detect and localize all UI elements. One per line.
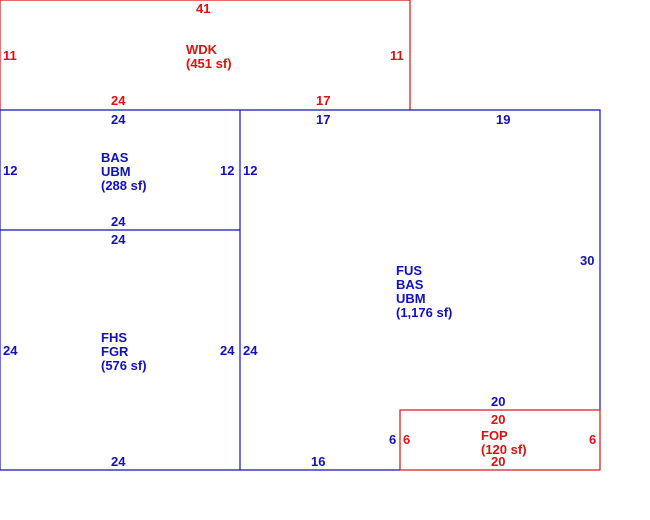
fop-dim-bottom: 20	[491, 454, 505, 469]
bas-upper-label-line-2: UBM	[101, 164, 131, 179]
wdk-dim-bottom-left: 24	[111, 93, 126, 108]
fop-label-line-2: (120 sf)	[481, 442, 527, 457]
fus-label-line-4: (1,176 sf)	[396, 305, 452, 320]
fus-label-line-3: UBM	[396, 291, 426, 306]
fus-dim-left-lower: 24	[243, 343, 258, 358]
wdk-area[interactable]: WDK (451 sf) 41 11 11 24 17	[0, 0, 411, 110]
fhs-dim-left: 24	[3, 343, 18, 358]
fus-dim-top-left: 17	[316, 112, 330, 127]
wdk-label-line-2: (451 sf)	[186, 56, 232, 71]
fus-dim-left-upper: 12	[243, 163, 257, 178]
fus-dim-right: 30	[580, 253, 594, 268]
bas-upper-dim-left: 12	[3, 163, 17, 178]
fop-dim-top: 20	[491, 412, 505, 427]
fus-dim-top-right: 19	[496, 112, 510, 127]
fhs-dim-top: 24	[111, 232, 126, 247]
bas-upper-area[interactable]: BAS UBM (288 sf) 24 12 12 24	[3, 112, 234, 229]
wdk-dim-left: 11	[3, 48, 17, 63]
fhs-dim-bottom: 24	[111, 454, 126, 469]
fus-dim-above-porch: 20	[491, 394, 505, 409]
bas-upper-dim-bottom: 24	[111, 214, 126, 229]
fus-label-line-2: BAS	[396, 277, 424, 292]
wdk-label-line-1: WDK	[186, 42, 218, 57]
fop-dim-right: 6	[589, 432, 596, 447]
building-outline	[0, 109, 601, 471]
fhs-label-line-1: FHS	[101, 330, 127, 345]
wdk-dim-right: 11	[390, 48, 404, 63]
fus-dim-bottom: 16	[311, 454, 325, 469]
fus-label-line-1: FUS	[396, 263, 422, 278]
fop-outline	[399, 409, 601, 471]
fhs-dim-right: 24	[220, 343, 235, 358]
wdk-outline	[0, 0, 411, 110]
fus-dim-porch-left: 6	[389, 432, 396, 447]
fhs-label-line-2: FGR	[101, 344, 129, 359]
bas-upper-label-line-1: BAS	[101, 150, 129, 165]
bas-upper-label-line-3: (288 sf)	[101, 178, 147, 193]
fhs-area[interactable]: FHS FGR (576 sf) 24 24 24 24	[3, 232, 235, 469]
wdk-dim-bottom-right: 17	[316, 93, 330, 108]
bas-upper-dim-right: 12	[220, 163, 234, 178]
fop-dim-left: 6	[403, 432, 410, 447]
fus-area[interactable]: FUS BAS UBM (1,176 sf) 17 19 12 24 30 20…	[243, 112, 594, 469]
fop-label-line-1: FOP	[481, 428, 508, 443]
bas-upper-dim-top: 24	[111, 112, 126, 127]
wdk-dim-top: 41	[196, 1, 210, 16]
building-perimeter	[0, 109, 601, 471]
fop-area[interactable]: FOP (120 sf) 20 6 6 20	[399, 409, 601, 471]
fhs-label-line-3: (576 sf)	[101, 358, 147, 373]
